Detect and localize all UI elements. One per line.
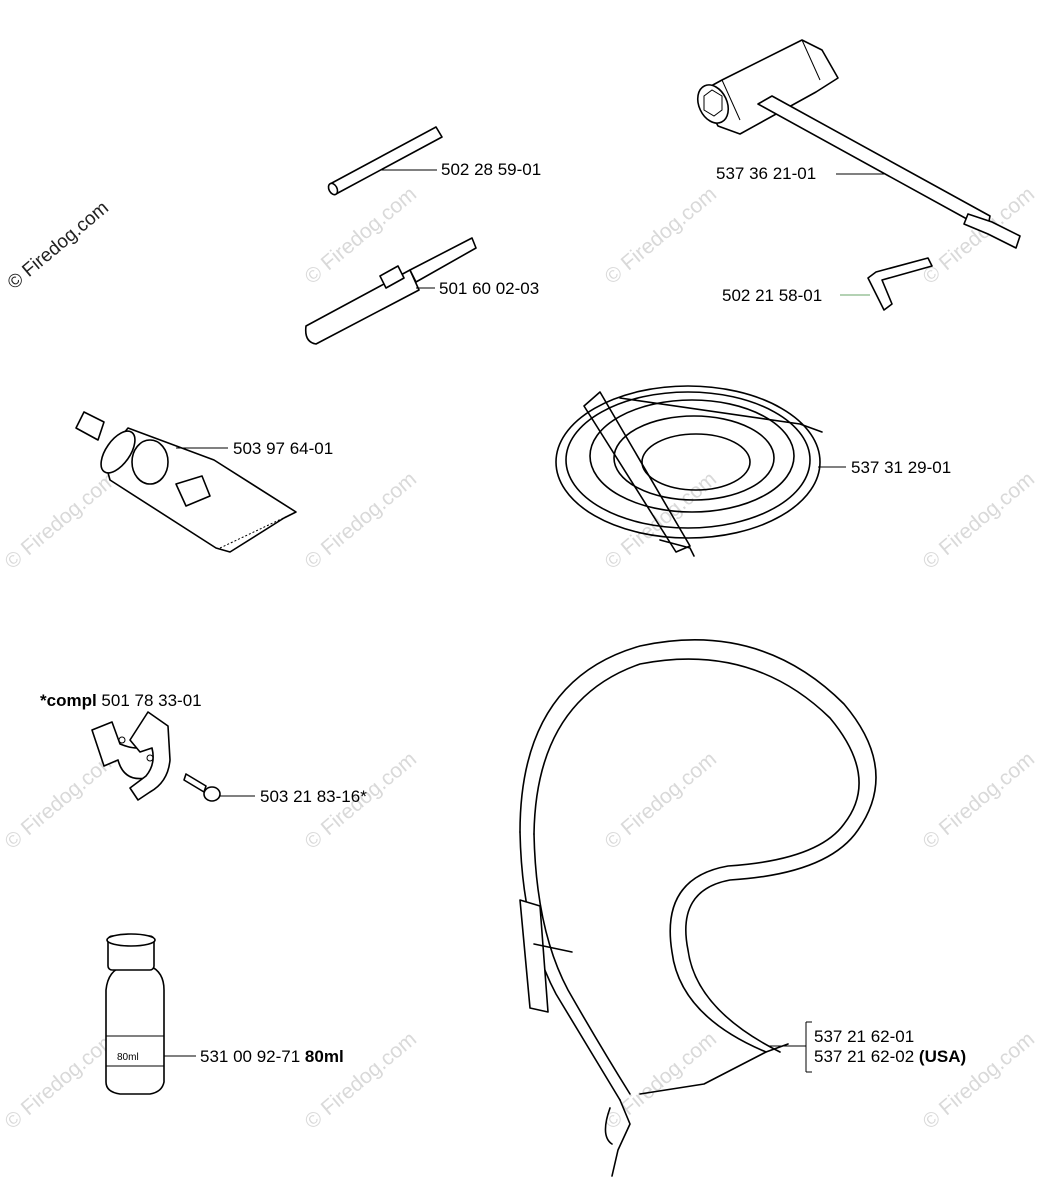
strap-outer xyxy=(519,639,877,1053)
part-number-label: 537 36 21-01 xyxy=(716,164,816,183)
coil-clip xyxy=(659,539,695,557)
strap-pad xyxy=(519,899,549,1013)
watermark: © Firedog.com xyxy=(0,467,121,573)
part-grease-tube-503-97-64-01: 503 97 64-01 xyxy=(75,411,333,553)
part-hex-key-502-21-58-01: 502 21 58-01 xyxy=(722,257,933,311)
watermark: © Firedog.com xyxy=(918,1027,1039,1133)
wrench-hex-inner xyxy=(703,89,723,117)
wrench-socket-edge xyxy=(721,39,821,121)
watermark: © Firedog.com xyxy=(0,1027,121,1133)
watermark: © Firedog.com xyxy=(300,467,421,573)
part-harness-537-21-62: 537 21 62-01 537 21 62-02 (USA) xyxy=(519,639,966,1177)
screwdriver-blade xyxy=(409,237,477,283)
part-screwdriver-501-60-02-03: 501 60 02-03 xyxy=(304,237,539,345)
clamp-hole xyxy=(118,736,126,744)
strap-end xyxy=(639,1043,789,1095)
clamp-hole xyxy=(146,754,154,762)
part-rod-502-28-59-01: 502 28 59-01 xyxy=(327,126,541,196)
rod-drawing xyxy=(329,126,443,195)
part-clamp-501-78-33-01: *compl 501 78 33-01 xyxy=(40,691,202,801)
tube-label-square xyxy=(175,475,211,507)
strap-buckle xyxy=(533,943,573,953)
wrench-shaft xyxy=(757,95,991,227)
part-combination-wrench-537-36-21-01: 537 36 21-01 xyxy=(696,39,1021,249)
strap-hook-2 xyxy=(604,1107,613,1145)
part-number-label: 503 21 83-16* xyxy=(260,787,367,806)
coil-outer-2 xyxy=(565,391,811,529)
watermark: © Firedog.com xyxy=(300,182,421,288)
part-oil-bottle-531-00-92-71: 80ml 531 00 92-71 80ml xyxy=(105,933,344,1095)
coil-outer xyxy=(555,385,821,539)
watermark: © Firedog.com xyxy=(918,467,1039,573)
bottle-body xyxy=(105,965,165,1095)
coil-mid xyxy=(589,399,795,513)
rod-end xyxy=(327,182,339,196)
coil-tie-2 xyxy=(619,397,823,433)
screwdriver-ferrule xyxy=(379,265,405,289)
bottle-cap-top xyxy=(106,933,156,947)
part-number-label: 537 31 29-01 xyxy=(851,458,951,477)
coil-inner xyxy=(641,433,751,491)
part-number-label: 502 28 59-01 xyxy=(441,160,541,179)
strap-left-inner xyxy=(533,833,631,1095)
screwdriver-handle xyxy=(304,269,420,345)
strap-inner xyxy=(533,658,860,1053)
part-line-coil-537-31-29-01: 537 31 29-01 xyxy=(555,385,951,557)
hex-key-drawing xyxy=(867,257,933,311)
part-screw-503-21-83-16: 503 21 83-16* xyxy=(183,773,367,806)
screw-head xyxy=(203,786,221,802)
part-number-label: *compl 501 78 33-01 xyxy=(40,691,202,710)
watermark: © Firedog.com xyxy=(300,1027,421,1133)
part-number-label: 537 21 62-02 (USA) xyxy=(814,1047,966,1066)
watermark: © Firedog.com xyxy=(600,182,721,288)
part-number-label: 531 00 92-71 80ml xyxy=(200,1047,344,1066)
part-number-label: 537 21 62-01 xyxy=(814,1027,914,1046)
tube-cap xyxy=(75,411,105,441)
part-number-label: 503 97 64-01 xyxy=(233,439,333,458)
part-number-label: 502 21 58-01 xyxy=(722,286,822,305)
tube-shoulder xyxy=(100,430,136,474)
bottle-volume-label: 80ml xyxy=(117,1052,139,1063)
watermark: © Firedog.com xyxy=(600,1027,721,1133)
watermark: © Firedog.com xyxy=(600,747,721,853)
tube-label-round xyxy=(131,439,169,485)
coil-mid-2 xyxy=(613,415,775,501)
part-number-label: 501 60 02-03 xyxy=(439,279,539,298)
coil-tie-1 xyxy=(583,391,691,553)
clamp-right xyxy=(129,711,171,801)
strap-left xyxy=(519,831,621,1101)
screw-shank xyxy=(183,773,207,793)
strap-hook xyxy=(611,1099,631,1177)
watermark-main: © Firedog.com xyxy=(4,197,113,293)
watermark: © Firedog.com xyxy=(918,747,1039,853)
wrench-socket-body xyxy=(699,39,839,135)
wrench-tip xyxy=(963,213,1021,249)
